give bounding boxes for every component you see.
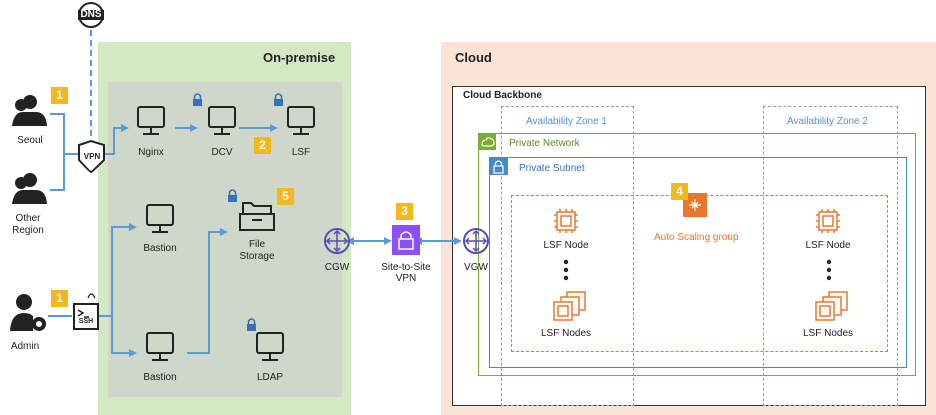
step-badge-1-users: 1 [51,87,68,104]
ssh-label: SSH [78,318,94,325]
dcv-monitor-icon [208,106,236,135]
dcv-label: DCV [211,147,233,158]
availability-zone-2 [763,106,898,406]
other-region-label-line1: Other [15,213,41,224]
nginx-monitor-icon [137,106,165,135]
file-storage-label-line1: File [248,239,266,250]
site-to-site-vpn-icon [392,225,420,255]
az1-lsf-nodes-chip-icon [553,291,586,321]
az1-lsf-node-label: LSF Node [543,240,589,251]
file-storage-lock-icon [228,189,237,202]
lsf-label: LSF [291,147,311,158]
vpn-label: VPN [83,152,101,161]
availability-zone-1-label: Availability Zone 1 [526,116,607,127]
step-badge-3: 3 [396,203,413,220]
bastion1-monitor-icon [146,204,174,233]
lsf-lock-icon [274,93,283,106]
dns-label: DNS [80,9,102,20]
step-badge-1-admin: 1 [51,290,68,307]
site-to-site-label-line2: VPN [395,273,417,284]
private-subnet-label: Private Subnet [519,163,585,174]
lock-icons [193,93,283,331]
cloud-backbone-box [452,86,926,406]
seoul-label: Seoul [17,135,43,146]
az2-lsf-node-label: LSF Node [805,240,851,251]
private-subnet-box [489,157,907,368]
az1-lsf-node-chip-icon [554,209,578,233]
bastion-label-top: Bastion [143,243,177,254]
lsf-monitor-icon [287,106,315,135]
on-premise-title: On-premise [263,50,336,65]
availability-zone-1 [501,106,634,406]
az1-lsf-nodes-label: LSF Nodes [540,328,592,339]
cgw-label: CGW [324,262,350,273]
admin-label: Admin [10,341,40,352]
file-storage-cabinet-icon [239,202,275,231]
ldap-label: LDAP [256,372,284,383]
nginx-label: Nginx [138,147,164,158]
vpn-shield-icon [78,139,105,174]
az2-lsf-nodes-chip-icon [815,291,848,321]
monitor-icons [137,106,315,361]
ldap-lock-icon [247,318,256,331]
cloud-backbone-label: Cloud Backbone [463,90,542,101]
ellipsis-dots [563,259,832,281]
private-network-label: Private Network [509,138,580,149]
admin-user-icon [10,294,46,331]
auto-scaling-group-label: Auto Scaling group [654,232,739,243]
az2-lsf-nodes-label: LSF Nodes [802,328,854,339]
ldap-monitor-icon [256,332,284,361]
step-badge-5: 5 [277,188,294,205]
other-region-users-icon [12,173,47,204]
availability-zone-2-label: Availability Zone 2 [787,116,868,127]
file-storage-label-line2: Storage [239,251,275,262]
dcv-lock-icon [193,93,202,106]
site-to-site-label-line1: Site-to-Site [381,262,431,273]
private-network-box [478,133,916,376]
vgw-label: VGW [464,262,488,273]
dns-globe-icon [78,2,104,28]
bastion2-monitor-icon [146,332,174,361]
other-region-label-line2: Region [12,225,44,236]
seoul-users-icon [12,95,47,126]
cloud-title: Cloud [455,50,492,65]
chip-icons [553,209,848,321]
vgw-router-icon [463,228,489,254]
cgw-router-icon [324,228,350,254]
az2-lsf-node-chip-icon [816,209,840,233]
step-badge-2: 2 [254,137,271,154]
step-badge-4: 4 [671,183,688,200]
ssh-terminal-icon [73,293,99,330]
bastion-label-bottom: Bastion [143,372,177,383]
